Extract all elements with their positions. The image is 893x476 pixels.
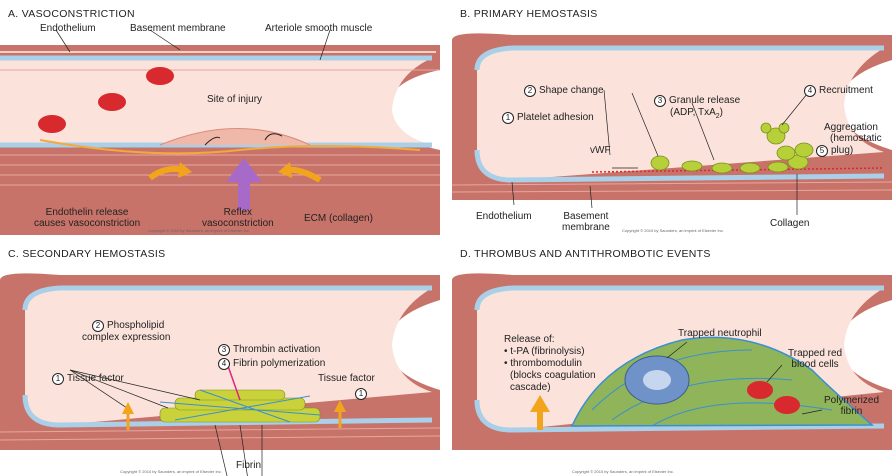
tpa-label: • t-PA (fibrinolysis)	[504, 346, 585, 357]
trapped-red-line-1: Trapped red	[788, 348, 842, 359]
basement-membrane-label: Basement membrane	[130, 23, 226, 34]
vessel-illustration-a	[0, 0, 440, 236]
endothelin-line-2: causes vasoconstriction	[34, 218, 140, 229]
rbc-shape	[98, 93, 126, 111]
cascade-label: cascade)	[510, 382, 551, 393]
tissue-factor-left-text: Tissue factor	[67, 373, 124, 384]
tissue-factor-right-label: Tissue factor	[318, 373, 375, 384]
phospholipid-text: Phospholipid	[107, 320, 164, 331]
granule-release-detail: (ADP, TxA2)	[670, 107, 723, 122]
recruitment-text: Recruitment	[819, 85, 873, 96]
step-number: 2	[92, 320, 104, 332]
step-number: 1	[355, 388, 367, 400]
granule-release-close: )	[720, 107, 723, 118]
step-number: 3	[218, 344, 230, 356]
collagen-label: Collagen	[770, 218, 809, 229]
basement-line-2: membrane	[562, 222, 610, 233]
endothelin-line-1: Endothelin release	[34, 207, 140, 218]
endothelin-release-label: Endothelin release causes vasoconstricti…	[34, 207, 140, 229]
tissue-factor-right-number: 1	[355, 388, 370, 400]
vwf-label: vWF	[590, 145, 611, 156]
copyright-text: Copyright © 2010 by Saunders, an imprint…	[572, 469, 674, 474]
rbc-shape	[774, 396, 800, 414]
shape-change-text: Shape change	[539, 85, 604, 96]
aggregation-label-1: Aggregation	[824, 122, 878, 133]
endothelium-label: Endothelium	[40, 23, 96, 34]
reflex-line-1: Reflex	[202, 207, 274, 218]
polymerized-fibrin-label: Polymerized fibrin	[824, 395, 879, 417]
fibrin-polymerization-text: Fibrin polymerization	[233, 358, 325, 369]
copyright-text: Copyright © 2010 by Saunders, an imprint…	[148, 228, 250, 233]
rbc-shape	[747, 381, 773, 399]
rbc-shape	[146, 67, 174, 85]
granule-release-text: Granule release	[669, 95, 740, 106]
step-number: 4	[218, 358, 230, 370]
panel-thrombus-events: D. THROMBUS AND ANTITHROMBOTIC EVENTS Re…	[452, 240, 892, 476]
basement-line-1: Basement	[562, 211, 610, 222]
endothelium-label: Endothelium	[476, 211, 532, 222]
fibrin-label: Fibrin	[236, 460, 261, 471]
aggregation-plug-text: plug)	[831, 145, 853, 156]
step-number: 1	[52, 373, 64, 385]
basement-membrane-label: Basement membrane	[562, 211, 610, 233]
granule-release-detail-text: (ADP, TxA	[670, 107, 716, 118]
trapped-neutrophil-label: Trapped neutrophil	[678, 328, 762, 339]
reflex-vasoconstriction-label: Reflex vasoconstriction	[202, 207, 274, 229]
platelet-adhesion-text: Platelet adhesion	[517, 112, 594, 123]
phospholipid-label-2: complex expression	[82, 332, 170, 343]
polymerized-line-2: fibrin	[824, 406, 879, 417]
step-number: 1	[502, 112, 514, 124]
panel-b-title: B. PRIMARY HEMOSTASIS	[460, 8, 598, 20]
ecm-label: ECM (collagen)	[304, 213, 373, 224]
site-of-injury-label: Site of injury	[207, 94, 262, 105]
panel-d-title: D. THROMBUS AND ANTITHROMBOTIC EVENTS	[460, 248, 711, 260]
thrombomodulin-label: • thrombomodulin	[504, 358, 582, 369]
copyright-text: Copyright © 2010 by Saunders, an imprint…	[120, 469, 222, 474]
step-number: 4	[804, 85, 816, 97]
thrombin-text: Thrombin activation	[233, 344, 320, 355]
panel-c-title: C. SECONDARY HEMOSTASIS	[8, 248, 165, 260]
release-of-label: Release of:	[504, 334, 555, 345]
copyright-text: Copyright © 2010 by Saunders, an imprint…	[622, 228, 724, 233]
blocks-coagulation-label: (blocks coagulation	[510, 370, 596, 381]
polymerized-line-1: Polymerized	[824, 395, 879, 406]
step-number: 2	[524, 85, 536, 97]
rbc-shape	[38, 115, 66, 133]
panel-a-title: A. VASOCONSTRICTION	[8, 8, 135, 20]
step-number: 3	[654, 95, 666, 107]
panel-vasoconstriction: A. VASOCONSTRICTION Endothelium Basement…	[0, 0, 440, 236]
trapped-red-label: Trapped red blood cells	[788, 348, 842, 370]
step-number: 5	[816, 145, 828, 157]
arteriole-smooth-muscle-label: Arteriole smooth muscle	[265, 23, 372, 34]
aggregation-label-2: (hemostatic	[830, 133, 882, 144]
trapped-red-line-2: blood cells	[788, 359, 842, 370]
